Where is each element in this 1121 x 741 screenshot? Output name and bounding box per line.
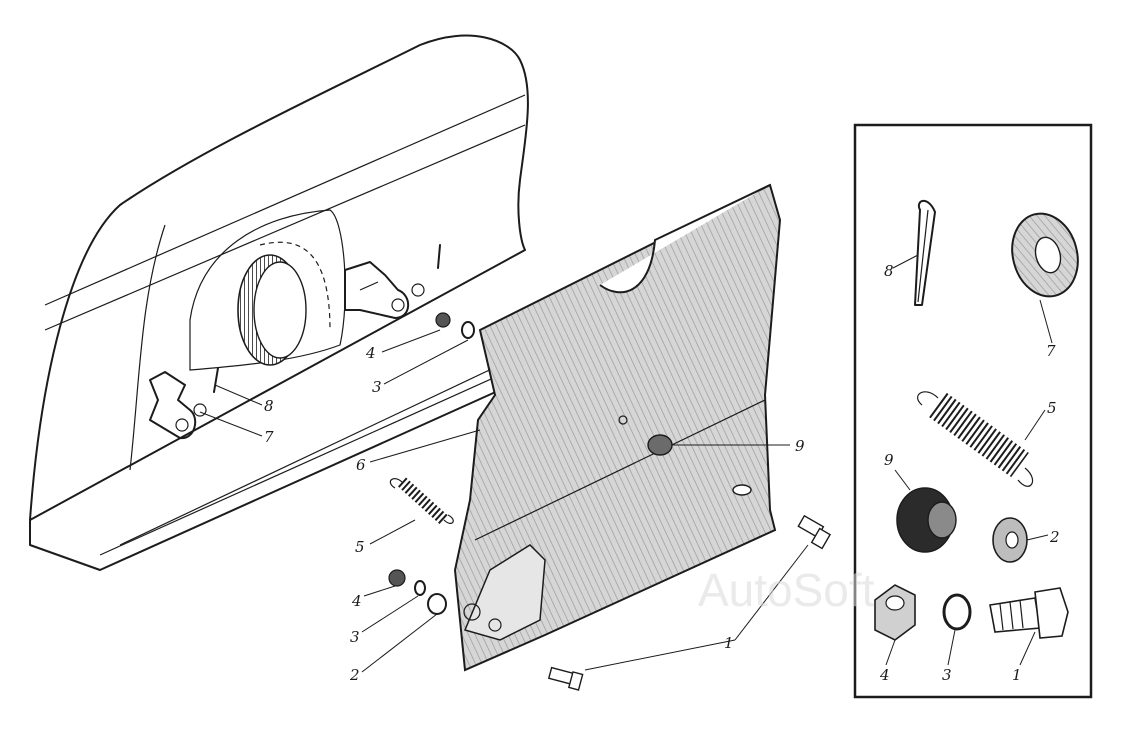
bolt-icon bbox=[547, 666, 584, 691]
fuel-filler-neck bbox=[189, 209, 346, 371]
callout-4: 4 bbox=[351, 592, 362, 610]
spring-icon bbox=[389, 477, 454, 525]
inset-callout-2: 2 bbox=[1049, 528, 1060, 546]
fuel-flap-door bbox=[453, 183, 782, 672]
inset-callout-7: 7 bbox=[1046, 342, 1056, 360]
lock-washer-icon bbox=[942, 593, 972, 631]
callouts-main: 8 7 4 3 6 9 5 4 3 2 1 bbox=[264, 344, 805, 684]
nut-icon bbox=[874, 584, 916, 641]
upper-hinge-bracket bbox=[344, 244, 441, 319]
rubber-bushing-icon bbox=[647, 434, 673, 456]
callout-1: 1 bbox=[724, 634, 734, 652]
callout-7: 7 bbox=[264, 428, 274, 446]
washer-icon bbox=[992, 517, 1028, 563]
callout-9: 9 bbox=[795, 437, 805, 455]
callout-3: 3 bbox=[372, 378, 382, 396]
inset-callout-8: 8 bbox=[884, 262, 894, 280]
inset-callout-3: 3 bbox=[942, 666, 952, 684]
rubber-bushing-icon bbox=[896, 487, 957, 553]
inset-callout-4: 4 bbox=[879, 666, 890, 684]
inset-callout-9: 9 bbox=[884, 451, 894, 469]
callout-4: 4 bbox=[365, 344, 376, 362]
callout-2: 2 bbox=[349, 666, 360, 684]
watermark-text: AutoSoft bbox=[698, 564, 875, 616]
callout-8: 8 bbox=[264, 397, 274, 415]
parts-inset-box: 8 7 5 9 2 4 3 1 bbox=[853, 123, 1093, 699]
inset-callout-1: 1 bbox=[1012, 666, 1022, 684]
washer-icon bbox=[411, 283, 425, 297]
bolt-icon bbox=[797, 514, 832, 550]
lower-hinge-bracket bbox=[149, 367, 219, 440]
bolt-icon bbox=[989, 587, 1069, 639]
leader-lines-main bbox=[199, 329, 809, 673]
callout-6: 6 bbox=[356, 456, 366, 474]
car-body-panel bbox=[29, 34, 529, 571]
callout-3: 3 bbox=[350, 628, 360, 646]
spring-icon bbox=[917, 391, 1034, 487]
washer-icon bbox=[1011, 212, 1079, 298]
callout-5: 5 bbox=[355, 538, 365, 556]
cotter-pin-icon bbox=[914, 199, 936, 306]
inset-callout-5: 5 bbox=[1047, 399, 1057, 417]
